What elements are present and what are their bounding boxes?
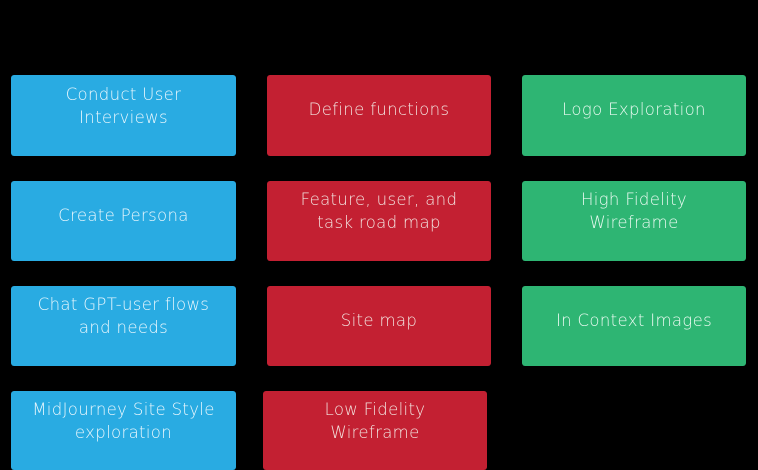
card-label-feature-user-task-road-map: Feature, user, and task road map [300,190,458,232]
card-site-map[interactable]: Site map [267,286,491,366]
card-high-fidelity-wireframe[interactable]: High Fidelity Wireframe [522,181,746,261]
card-low-fidelity-wireframe[interactable]: Low Fidelity Wireframe [263,391,487,470]
card-label-logo-exploration: Logo Exploration [562,100,706,120]
card-label-low-fidelity-wireframe: Low Fidelity Wireframe [324,399,426,442]
card-in-context-images[interactable]: In Context Images [522,286,746,366]
card-midjourney-site-style-exploration[interactable]: MidJourney Site Style exploration [11,391,236,470]
card-create-persona[interactable]: Create Persona [11,181,236,261]
card-feature-user-task-road-map[interactable]: Feature, user, and task road map [267,181,491,261]
card-label-create-persona: Create Persona [58,205,189,225]
card-label-midjourney-site-style-exploration: MidJourney Site Style exploration [32,399,215,442]
card-label-high-fidelity-wireframe: High Fidelity Wireframe [580,190,688,232]
card-define-functions[interactable]: Define functions [267,75,491,156]
card-chat-gpt-user-flows-and-needs[interactable]: Chat GPT-user flows and needs [11,286,236,366]
card-conduct-user-interviews[interactable]: Conduct User Interviews [11,75,236,156]
card-label-define-functions: Define functions [308,100,450,120]
card-logo-exploration[interactable]: Logo Exploration [522,75,746,156]
card-label-in-context-images: In Context Images [555,310,713,330]
card-label-chat-gpt-user-flows-and-needs: Chat GPT-user flows and needs [37,295,210,337]
card-label-site-map: Site map [340,310,418,330]
card-label-conduct-user-interviews: Conduct User Interviews [65,84,182,127]
